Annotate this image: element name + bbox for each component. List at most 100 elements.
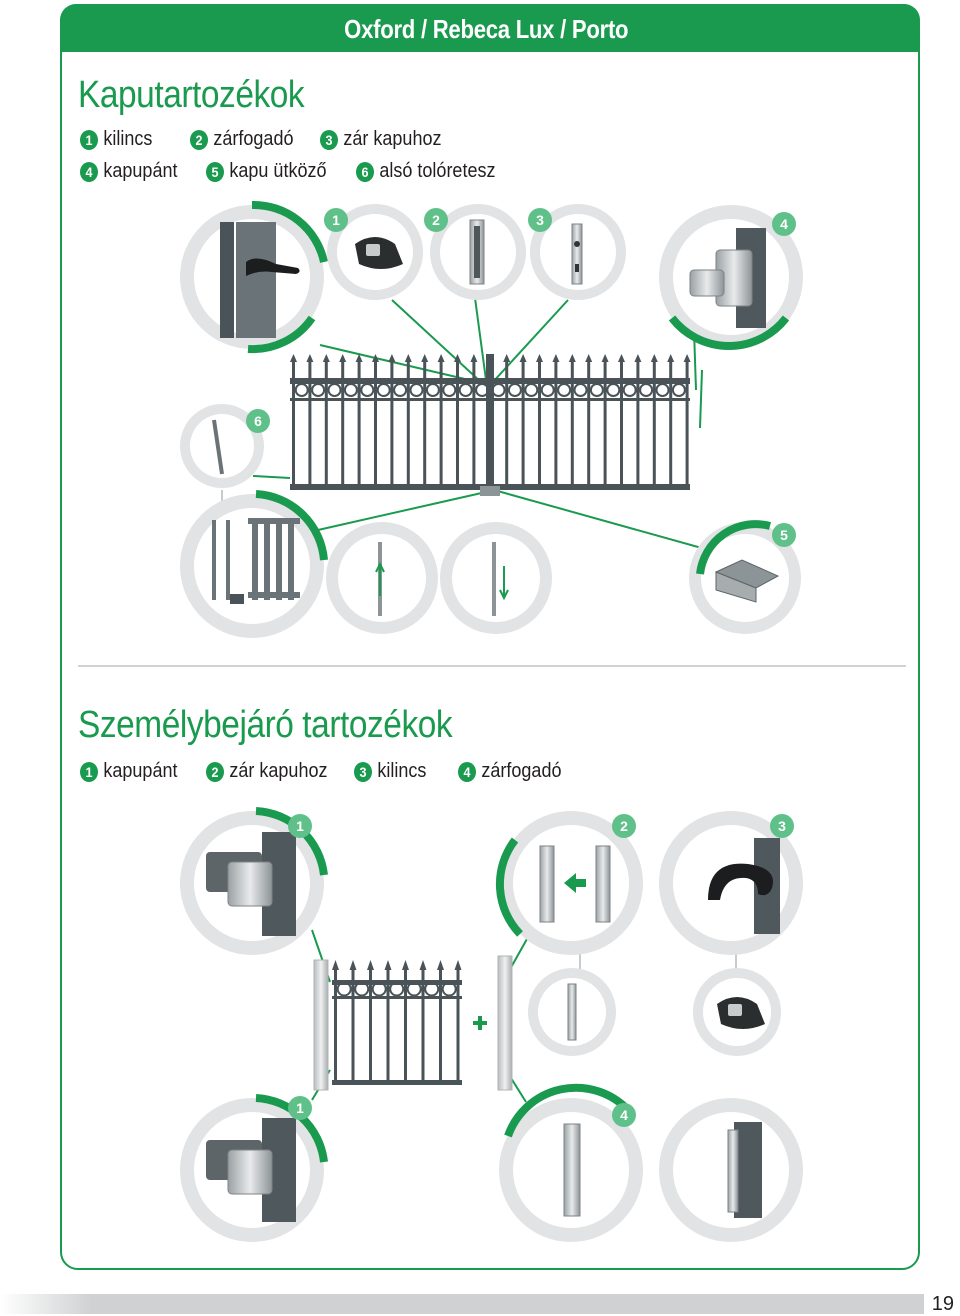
legend-label: kilincs — [377, 760, 427, 782]
section-divider — [78, 665, 906, 667]
gate-bar — [292, 358, 295, 488]
gate-finial — [667, 354, 675, 362]
callout-2: 2 — [424, 208, 448, 232]
small-gate-bar — [439, 966, 442, 1084]
legend-label: zár kapuhoz — [229, 760, 328, 782]
legend-number: 5 — [206, 161, 224, 182]
small-gate-ring — [354, 981, 370, 997]
legend-label: kilincs — [103, 128, 153, 150]
gray-connectors-bottom — [579, 950, 737, 970]
gate-ring — [327, 383, 342, 397]
gate-ring — [589, 383, 604, 397]
gate-finial — [388, 354, 396, 362]
legend-number: 3 — [320, 129, 338, 150]
gate-ring — [606, 383, 621, 397]
callout-b3: 3 — [770, 814, 794, 838]
legend-number: 6 — [356, 161, 374, 182]
gate-bar — [603, 358, 607, 488]
gate-bar — [521, 358, 525, 488]
small-gate-finial — [332, 960, 339, 970]
callout-4: 4 — [772, 212, 796, 236]
legend-label: alsó tolóretesz — [379, 160, 496, 182]
gate-ring — [343, 383, 358, 397]
header-bar: Oxford / Rebeca Lux / Porto — [60, 4, 920, 52]
callout-5: 5 — [772, 523, 796, 547]
callout-text: 6 — [254, 413, 262, 429]
small-gate-finial — [437, 960, 444, 970]
gate-finial — [322, 354, 330, 362]
gate-finial — [290, 354, 297, 362]
gate-bar — [406, 358, 410, 488]
gate-ring — [507, 383, 522, 397]
gate-ring — [524, 383, 539, 397]
small-gate-finial — [349, 960, 357, 970]
gate-finial — [339, 354, 347, 362]
connector-lines-top — [252, 297, 717, 553]
gate-finial — [421, 354, 429, 362]
legend-number: 3 — [354, 761, 372, 782]
gate-bar — [357, 358, 361, 488]
small-gate-bar — [456, 966, 460, 1084]
gate-bar — [324, 358, 328, 488]
callout-b1: 1 — [288, 814, 312, 838]
gate-ring — [557, 383, 572, 397]
gate-ring — [458, 383, 473, 397]
callout-text: 2 — [620, 818, 628, 834]
gate-bar — [472, 358, 476, 488]
gate-finial — [568, 354, 576, 362]
gate-bar — [636, 358, 640, 488]
callout-6: 6 — [246, 409, 270, 433]
gate-bar — [308, 358, 312, 488]
small-gate-bar — [404, 966, 407, 1084]
detail-circles-bottom — [180, 807, 803, 1242]
section-title-pedestrian-gate-accessories: Személybejáró tartozékok — [78, 704, 453, 746]
callout-text: 2 — [432, 212, 440, 228]
small-gate-ring — [336, 981, 352, 997]
small-gate-finial — [384, 960, 392, 970]
header-title: Oxford / Rebeca Lux / Porto — [343, 14, 628, 44]
double-gate — [290, 354, 691, 496]
callout-text: 1 — [296, 1100, 304, 1116]
gate-finial — [372, 354, 379, 362]
gate-finial — [552, 354, 560, 362]
gate-bar — [341, 358, 345, 488]
gate-ring — [311, 383, 326, 397]
small-gate-ring — [371, 981, 387, 997]
legend-number: 1 — [80, 761, 98, 782]
gate-finial — [683, 354, 691, 362]
callout-3: 3 — [528, 208, 552, 232]
small-gate-bar — [386, 966, 390, 1084]
gate-ring — [655, 383, 670, 397]
callout-text: 4 — [620, 1107, 628, 1123]
gate-ring — [393, 383, 408, 397]
gate-ring — [409, 383, 424, 397]
detail-circles-top — [180, 200, 803, 638]
small-gate-finial — [367, 960, 374, 970]
callout-text: 4 — [780, 216, 788, 232]
legend-number: 2 — [206, 761, 224, 782]
gate-finial — [470, 354, 478, 362]
gate-finial — [454, 354, 461, 362]
gate-ring — [442, 383, 457, 397]
legend-number: 4 — [458, 761, 476, 782]
gate-ring — [639, 383, 654, 397]
legend-label: zárfogadó — [213, 128, 294, 150]
gate-ring — [425, 383, 440, 397]
legend-number: 4 — [80, 161, 98, 182]
gate-ring — [671, 383, 686, 397]
gate-ring — [622, 383, 637, 397]
legend-label: kapupánt — [103, 760, 178, 782]
small-gate-bar — [351, 966, 355, 1084]
gate-finial — [503, 354, 511, 362]
pedestrian-gate — [313, 955, 513, 1091]
gate-bar — [374, 358, 377, 488]
gate-bar — [587, 358, 591, 488]
callout-b1b: 1 — [288, 1096, 312, 1120]
